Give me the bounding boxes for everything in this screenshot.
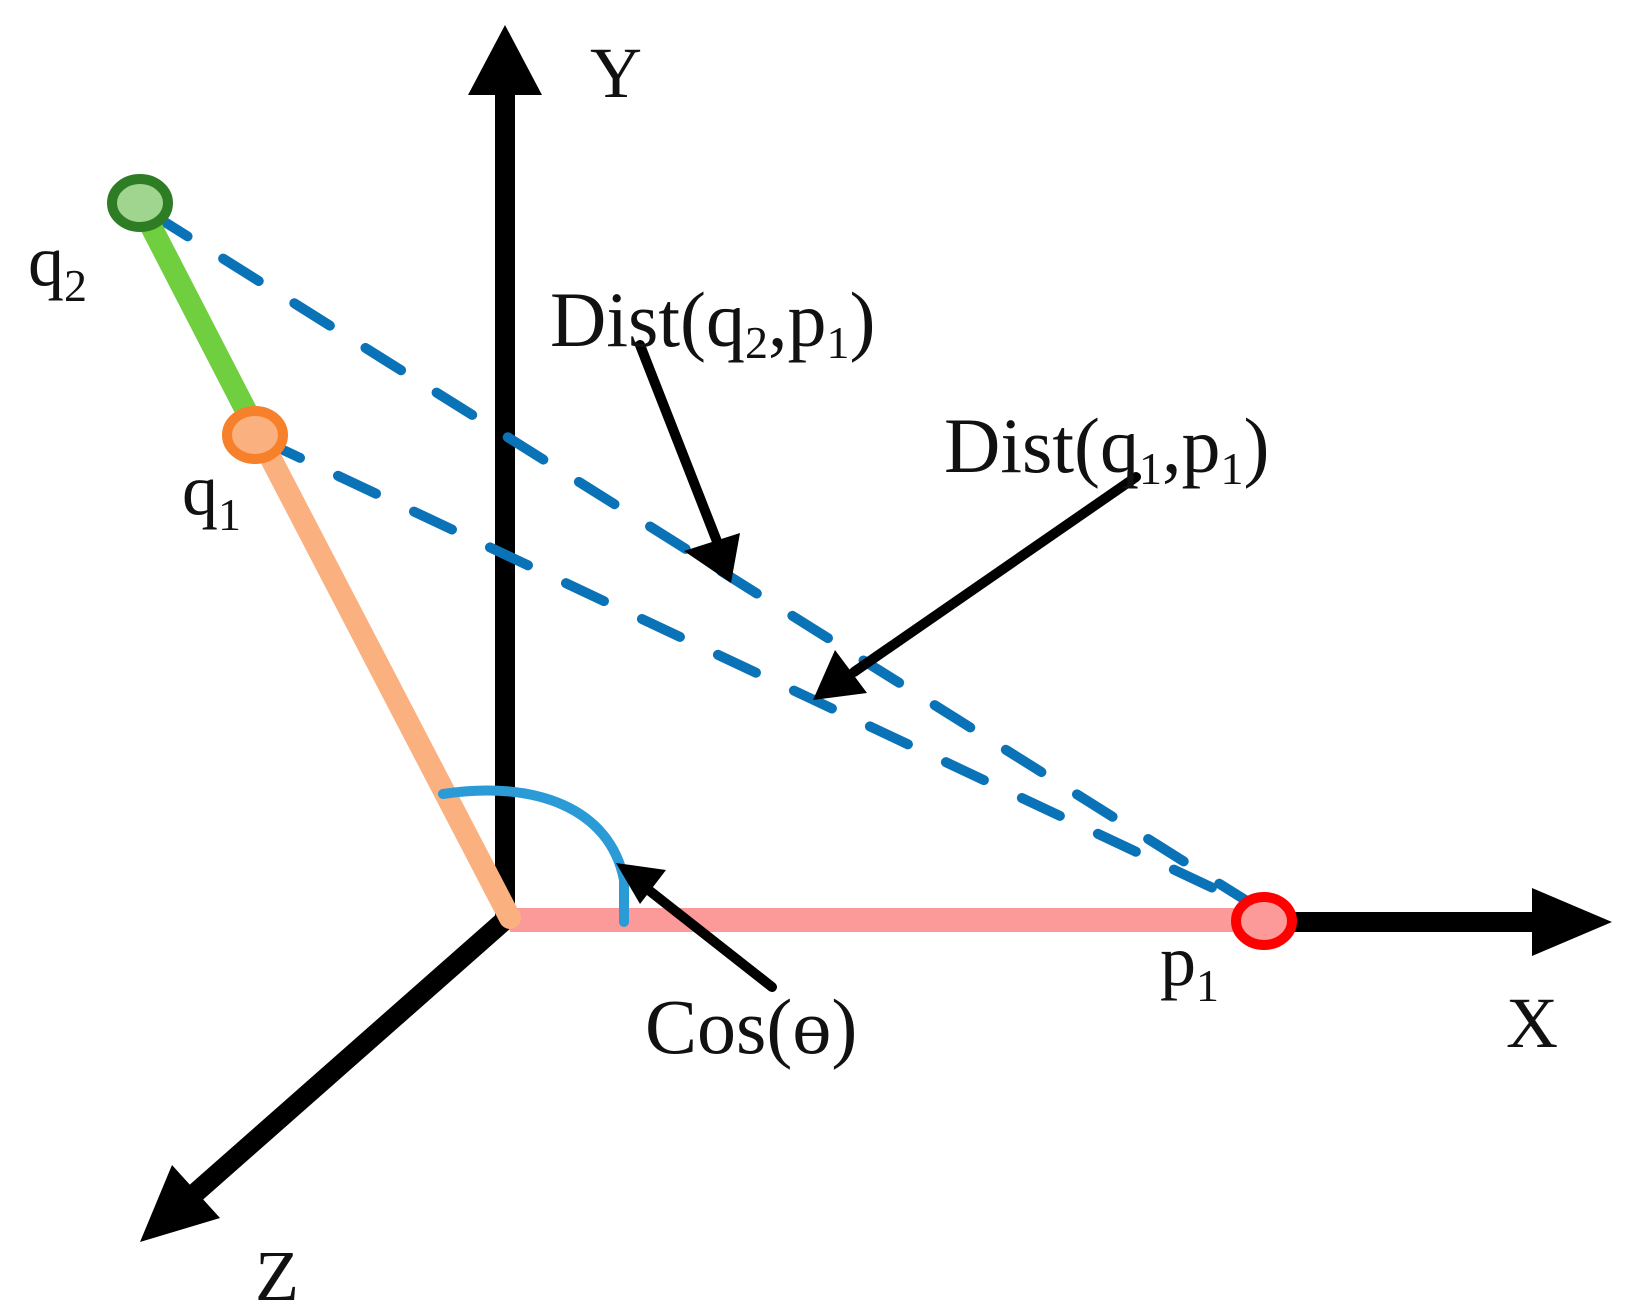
- dashed-line-q2-p1: [147, 209, 1271, 918]
- pointer-arrow-dist-q1-p1-shaft: [849, 472, 1141, 677]
- z-axis-line: [185, 912, 512, 1204]
- x-axis-label: X: [1506, 983, 1558, 1063]
- pointer-arrow-dist-q1-p1-head: [813, 650, 867, 700]
- point-p1-label: p1: [1160, 921, 1219, 1011]
- point-p1-marker: [1231, 892, 1297, 950]
- pointer-arrow-cos-head: [616, 863, 666, 904]
- y-axis-label: Y: [590, 33, 642, 113]
- points: [107, 174, 1297, 950]
- point-q2-marker: [107, 174, 173, 232]
- segment-origin-q1: [244, 417, 521, 929]
- vector-segments: [129, 194, 1262, 932]
- z-axis-arrowhead: [140, 1165, 220, 1242]
- pointer-arrows: [616, 340, 1141, 992]
- point-q2-label: q2: [28, 221, 87, 311]
- segment-q1-q2: [129, 194, 266, 439]
- pointer-arrow-dist-q2-p1-head: [684, 533, 740, 583]
- pointer-arrow-cos-shaft: [641, 883, 777, 992]
- y-axis-arrowhead: [468, 25, 542, 95]
- pointer-arrow-dist-q2-p1-shaft: [635, 340, 723, 549]
- cos-theta-label: Cos(ɵ): [645, 983, 857, 1070]
- z-axis-label: Z: [255, 1236, 299, 1315]
- point-q1-marker: [222, 406, 288, 464]
- distance-lines: [147, 209, 1271, 918]
- dashed-line-q1-p1: [257, 435, 1271, 918]
- point-q1-label: q1: [182, 450, 241, 540]
- dist-q1-p1-label: Dist(q1,p1): [944, 402, 1269, 494]
- x-axis-arrowhead: [1532, 888, 1612, 956]
- dist-q2-p1-label: Dist(q2,p1): [550, 276, 875, 368]
